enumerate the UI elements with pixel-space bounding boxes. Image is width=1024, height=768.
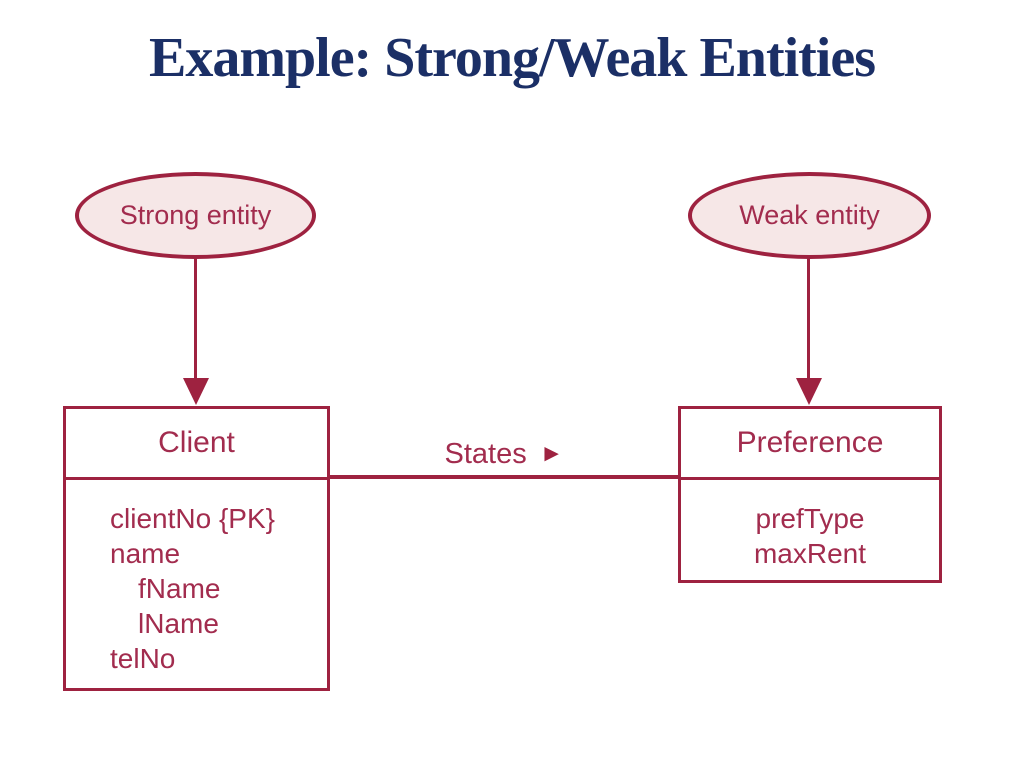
client-entity-name: Client [66,409,327,480]
strong-entity-label: Strong entity [119,200,272,230]
client-entity-box: Client clientNo {PK} name fName lName te… [63,406,330,691]
preference-entity-box: Preference prefType maxRent [678,406,942,583]
attribute-clientNo: clientNo {PK} [110,503,275,534]
client-attribute-list: clientNo {PK} name fName lName telNo [66,480,327,676]
weak-entity-ellipse: Weak entity [688,172,931,259]
right-arrow-icon: ► [539,440,564,467]
attribute-fName: fName [138,573,221,604]
relationship-line [330,475,678,479]
attribute-telNo: telNo [110,643,176,674]
attribute-lName: lName [138,608,219,639]
page-title: Example: Strong/Weak Entities [148,27,876,89]
down-arrow-icon [796,378,822,405]
weak-entity-arrow-line [807,258,810,380]
down-arrow-icon [183,378,209,405]
preference-entity-name: Preference [681,409,939,480]
relationship-name: States [444,437,527,470]
attribute-maxRent: maxRent [753,538,867,569]
attribute-prefType: prefType [755,503,865,534]
preference-attribute-list: prefType maxRent [681,480,939,571]
relationship-label: States ► [330,436,678,472]
attribute-name: name [110,538,181,569]
strong-entity-ellipse: Strong entity [75,172,316,259]
weak-entity-label: Weak entity [739,200,880,230]
strong-entity-arrow-line [194,258,197,380]
